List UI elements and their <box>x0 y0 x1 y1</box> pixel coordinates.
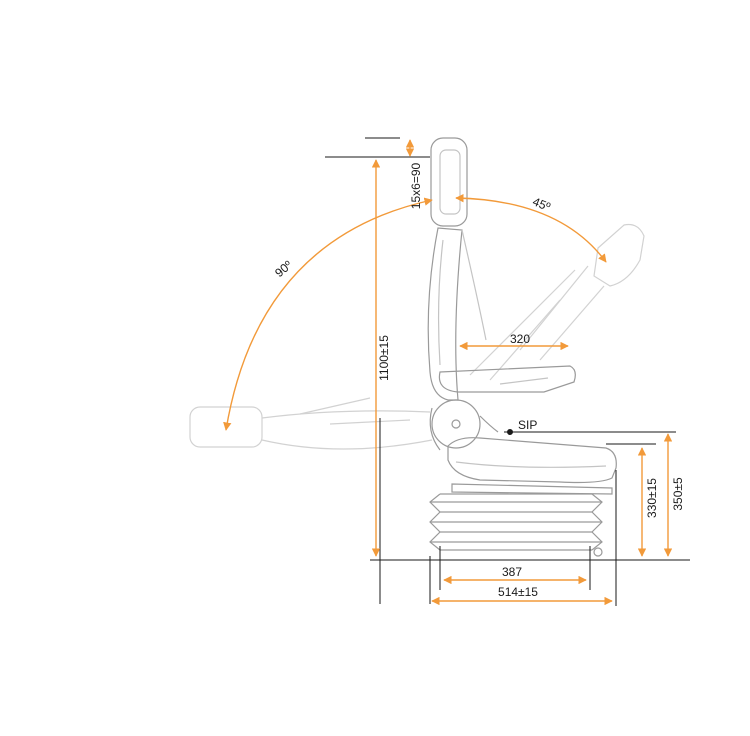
seat-cushion <box>447 437 617 484</box>
armrest <box>438 365 576 393</box>
headrest-adjust-label: 15x6=90 <box>409 162 423 209</box>
tilt-forward-label: 45º <box>531 194 553 214</box>
headrest <box>430 137 468 227</box>
backrest <box>427 227 463 401</box>
sip-label: SIP <box>518 418 537 432</box>
overall-height-label: 1100±15 <box>377 335 391 381</box>
sip-height-330-label: 330±15 <box>645 478 659 518</box>
slide-rail <box>451 483 613 495</box>
forward-backrest-ghost <box>469 223 645 381</box>
reclined-backrest-ghost <box>189 397 433 450</box>
base-width-label: 387 <box>502 565 522 579</box>
sip-marker <box>504 429 516 435</box>
seat-depth-label: 514±15 <box>498 585 538 599</box>
tilt-back-label: 90º <box>272 257 295 280</box>
tilt-back-arc <box>223 197 433 431</box>
sip-height-350-label: 350±5 <box>671 477 685 511</box>
armrest-width-label: 320 <box>510 332 530 346</box>
dimension-lines <box>223 139 673 606</box>
tilt-forward-arc <box>455 193 607 263</box>
suspension-bellows <box>429 493 603 551</box>
